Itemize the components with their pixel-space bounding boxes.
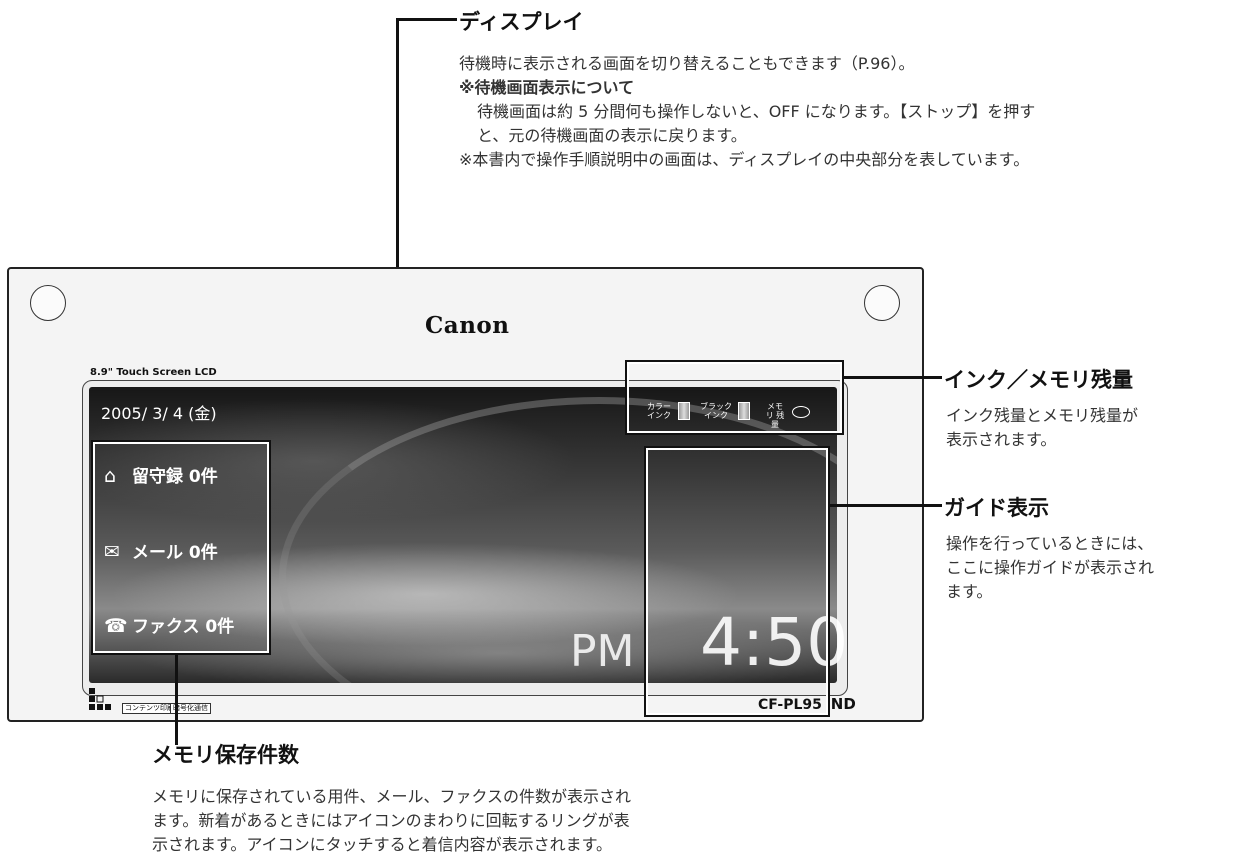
memory-heading: メモリ保存件数 bbox=[152, 743, 299, 767]
display-leader-h bbox=[397, 18, 457, 21]
memory-gauge-icon bbox=[792, 406, 810, 418]
answering-label: 留守録 0件 bbox=[132, 467, 218, 487]
answering-item[interactable]: ⌂ 留守録 0件 bbox=[104, 462, 218, 487]
fax-item[interactable]: ☎ファクス 0件 bbox=[104, 612, 234, 637]
clock-ampm: PM bbox=[570, 626, 635, 677]
guide-text-1: 操作を行っているときには、 bbox=[946, 534, 1154, 553]
guide-leader bbox=[829, 504, 942, 507]
brand-logo: Canon bbox=[425, 312, 510, 339]
screw-left bbox=[30, 285, 66, 321]
fax-label: ファクス 0件 bbox=[132, 617, 235, 637]
encrypted-badge: 暗号化通信 bbox=[170, 703, 211, 714]
model-mark: ND bbox=[830, 695, 856, 713]
guide-text-3: ます。 bbox=[946, 582, 993, 601]
ink-memory-status: カラー インク ブラック インク メモリ 残量 bbox=[642, 398, 834, 429]
ink-leader bbox=[844, 376, 942, 379]
model-name: CF-PL95 ND bbox=[758, 695, 856, 713]
display-subheading: ※待機画面表示について bbox=[459, 78, 635, 97]
display-text-4: ※本書内で操作手順説明中の画面は、ディスプレイの中央部分を表しています。 bbox=[459, 150, 1030, 169]
guide-heading: ガイド表示 bbox=[944, 496, 1049, 520]
display-heading: ディスプレイ bbox=[459, 10, 584, 34]
ink-heading: インク／メモリ残量 bbox=[944, 368, 1133, 392]
lcd-screen bbox=[89, 387, 837, 683]
model-number: CF-PL95 bbox=[758, 697, 822, 713]
lcd-label: 8.9" Touch Screen LCD bbox=[90, 367, 217, 378]
mail-label: メール 0件 bbox=[132, 543, 218, 563]
display-leader-v bbox=[396, 18, 399, 416]
memory-text-3: 示されます。アイコンにタッチすると着信内容が表示されます。 bbox=[152, 835, 613, 854]
fax-icon: ☎ bbox=[104, 615, 128, 637]
ink-memory-highlight bbox=[625, 360, 844, 435]
ink-text-2: 表示されます。 bbox=[946, 430, 1057, 449]
black-ink-gauge bbox=[738, 402, 750, 420]
guide-text-2: ここに操作ガイドが表示され bbox=[946, 558, 1155, 577]
certification-logo bbox=[89, 688, 111, 710]
display-text-2: 待機画面は約 5 分間何も操作しないと、OFF になります。【ストップ】を押す bbox=[477, 102, 1036, 121]
mail-item[interactable]: ✉ メール 0件 bbox=[104, 538, 218, 563]
color-ink-label: カラー インク bbox=[647, 402, 671, 420]
home-answering-icon: ⌂ bbox=[104, 465, 117, 487]
clock-time: 4:50 bbox=[700, 604, 849, 681]
memory-text-2: ます。新着があるときにはアイコンのまわりに回転するリングが表 bbox=[152, 811, 630, 830]
guide-highlight bbox=[644, 446, 830, 717]
contents-print-badge: コンテンツ印刷 bbox=[122, 703, 177, 714]
black-ink-label: ブラック インク bbox=[700, 402, 732, 420]
ink-text-1: インク残量とメモリ残量が bbox=[946, 406, 1139, 425]
display-text-3: と、元の待機画面の表示に戻ります。 bbox=[477, 126, 747, 145]
display-text-1: 待機時に表示される画面を切り替えることもできます（P.96）。 bbox=[459, 54, 915, 73]
screen-date: 2005/ 3/ 4 (金) bbox=[101, 404, 217, 423]
mail-icon: ✉ bbox=[104, 541, 120, 563]
color-ink-gauge bbox=[678, 402, 690, 420]
memory-leader bbox=[175, 653, 178, 745]
memory-count-highlight bbox=[91, 440, 271, 655]
memory-text-1: メモリに保存されている用件、メール、ファクスの件数が表示され bbox=[152, 787, 632, 806]
memory-label: メモリ 残量 bbox=[765, 402, 785, 429]
screw-right bbox=[864, 285, 900, 321]
